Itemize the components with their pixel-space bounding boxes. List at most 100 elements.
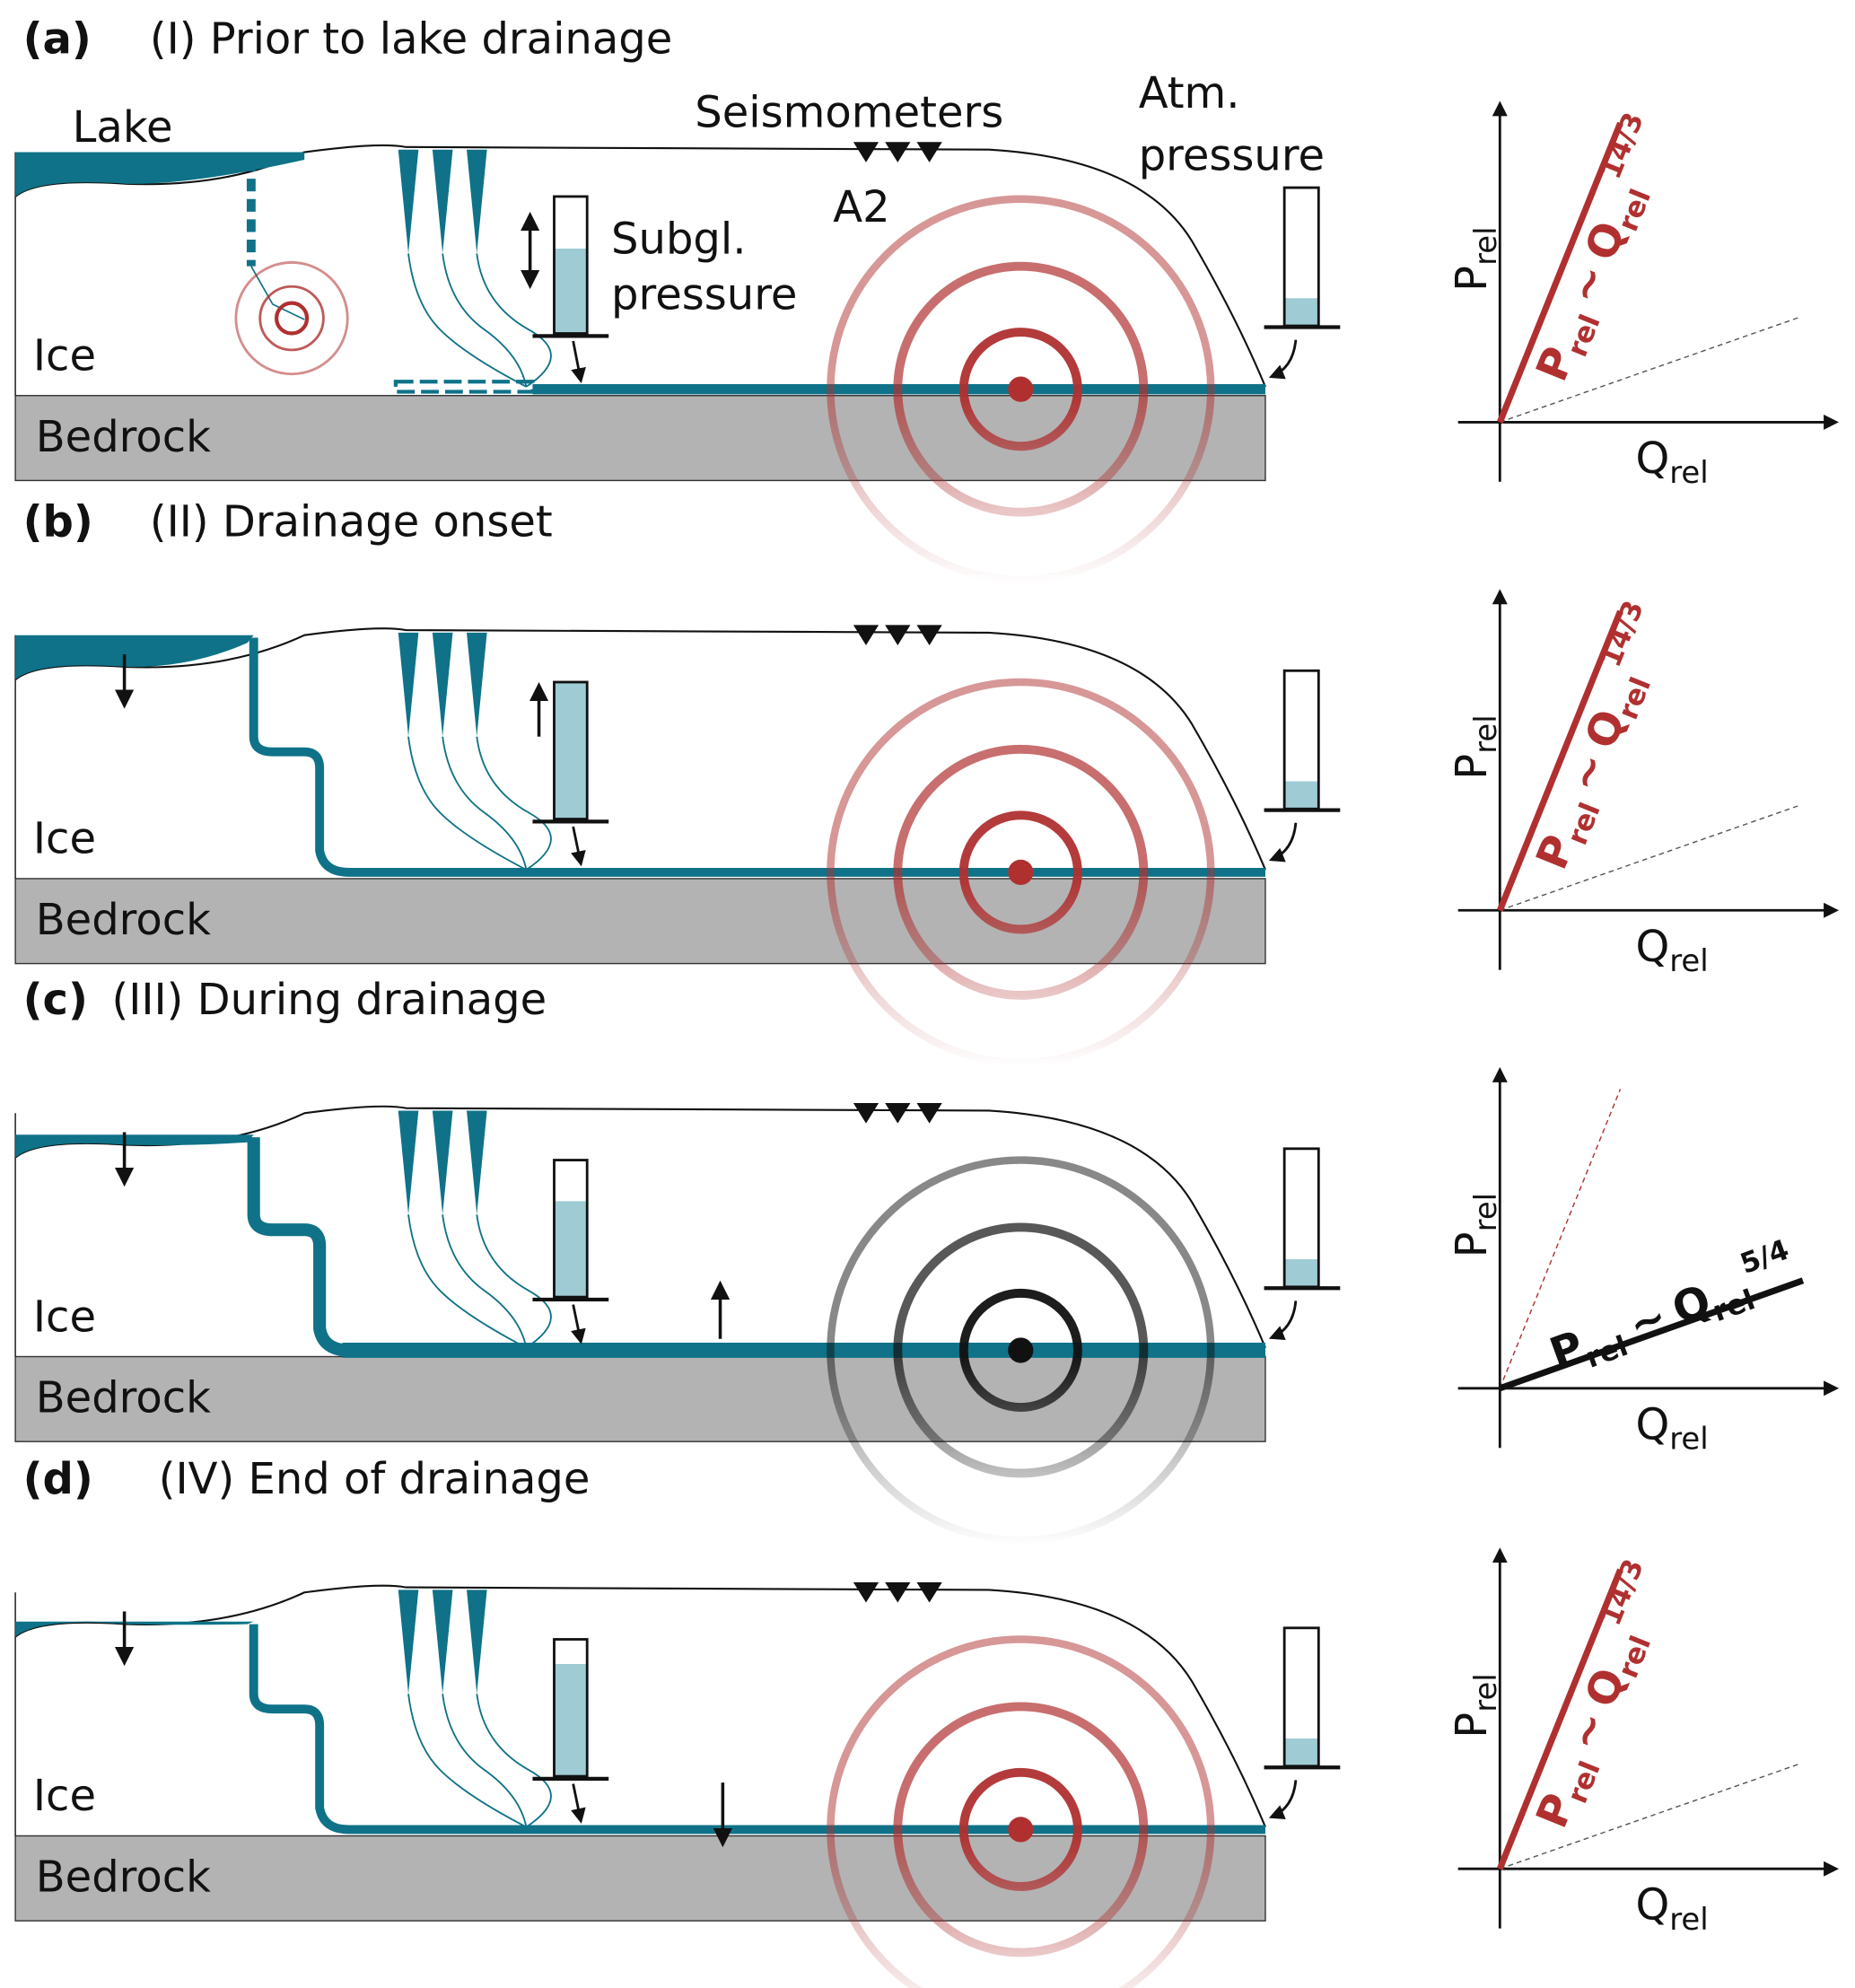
atm-connection-arrow	[1268, 822, 1298, 863]
seismic-ring	[958, 328, 1082, 451]
subglacial-gauge	[553, 1159, 589, 1299]
seismometer-icon	[916, 1102, 942, 1124]
subglacial-gauge	[553, 1638, 589, 1778]
fracture-signal-ring	[258, 285, 325, 352]
crevasse-fracture	[476, 736, 552, 871]
crevasse-fracture	[476, 1214, 552, 1349]
gauge-connection-arrow	[571, 340, 586, 384]
hydrofracture	[250, 266, 305, 320]
gauge-connection-arrow	[571, 1783, 586, 1824]
scaling-line	[1497, 1568, 1623, 1870]
fracture-signal-ring	[234, 261, 349, 376]
reference-line-dashed	[1499, 1089, 1622, 1389]
scaling-equation: Prel~Qrel14/3	[1517, 596, 1684, 879]
subglacial-pressure-label-2: pressure	[611, 270, 797, 320]
gauge-connection-arrow	[571, 826, 586, 867]
ice-surface	[14, 627, 1266, 871]
lake-water	[15, 152, 305, 197]
subglacial-gauge-fill	[554, 681, 588, 819]
seismometer-icon	[885, 1102, 911, 1124]
seismic-source	[1008, 376, 1034, 402]
x-axis-label: Qrel	[1635, 1880, 1708, 1937]
y-axis-label: Prel	[1447, 1193, 1503, 1257]
station-label: A2	[833, 182, 889, 232]
subglacial-gauge-fill	[554, 248, 588, 334]
fracture-signal-ring	[274, 301, 310, 336]
seismometer-icon	[916, 1581, 942, 1603]
moulin-and-channel	[247, 1137, 1265, 1357]
lake-label: Lake	[73, 102, 173, 153]
panel-title: (I) Prior to lake drainage	[150, 13, 672, 64]
lake-water	[15, 1621, 254, 1637]
crevasse-fracture	[442, 1214, 528, 1348]
seismic-ring	[827, 195, 1215, 583]
crevasse	[467, 632, 487, 737]
seismic-signal	[827, 1635, 1215, 1988]
ice-label: Ice	[33, 330, 96, 381]
panel-title: (II) Drainage onset	[150, 497, 553, 547]
seismometer-icon	[916, 142, 942, 162]
seismic-ring	[893, 1222, 1149, 1478]
crevasse	[467, 149, 487, 254]
bedrock-label: Bedrock	[36, 1373, 211, 1423]
x-axis-label: Qrel	[1635, 922, 1708, 978]
atm-gauge-fill	[1284, 781, 1319, 810]
y-axis-label: Prel	[1447, 714, 1503, 779]
scaling-equation: Prel~Qrel14/3	[1517, 1554, 1684, 1837]
seismometer-icon	[885, 1581, 911, 1603]
scaling-line	[1497, 121, 1623, 424]
atm-pressure-label: Atm.	[1139, 68, 1240, 118]
seismometer-icon	[853, 142, 879, 162]
seismometer-icon	[916, 625, 942, 646]
seismic-ring	[827, 678, 1215, 1067]
bedrock-label: Bedrock	[36, 412, 211, 462]
seismometer-icon	[853, 625, 879, 646]
crevasse-fracture	[442, 1694, 528, 1827]
atm-gauge-fill	[1284, 298, 1319, 327]
ice-label: Ice	[33, 1292, 96, 1342]
seismic-ring	[893, 1702, 1149, 1957]
atm-pressure-label-2: pressure	[1139, 130, 1325, 180]
x-axis-label: Qrel	[1635, 434, 1708, 490]
panel-title: (IV) End of drainage	[159, 1454, 591, 1504]
y-axis-label: Prel	[1447, 226, 1503, 291]
atm-gauge-fill	[1284, 1259, 1319, 1287]
lake-water	[15, 635, 254, 680]
subglacial-pressure-label: Subgl.	[611, 215, 746, 265]
atm-connection-arrow	[1268, 1301, 1298, 1340]
crevasse	[398, 1110, 419, 1215]
crevasse	[432, 1110, 453, 1215]
bedrock-label: Bedrock	[36, 895, 211, 945]
ice-surface	[14, 144, 1266, 388]
channel-incipient	[393, 380, 535, 394]
scaling-line	[1499, 1277, 1805, 1392]
seismometer-icon	[853, 1581, 879, 1603]
scaling-line	[1497, 609, 1623, 912]
seismic-source	[1008, 1817, 1034, 1843]
crevasse-fracture	[407, 253, 527, 388]
seismic-source	[1008, 859, 1034, 886]
crevasse-fracture	[442, 253, 528, 388]
crevasse-fracture	[442, 736, 528, 871]
crevasse-fracture	[407, 1214, 527, 1349]
ice-surface	[14, 1584, 1266, 1828]
seismometer-icon	[853, 1102, 879, 1124]
seismic-signal	[827, 678, 1215, 1067]
seismometers-label: Seismometers	[695, 87, 1003, 137]
seismic-ring	[958, 1767, 1082, 1891]
crevasse	[398, 1590, 419, 1695]
crevasse	[467, 1590, 487, 1695]
crevasse	[398, 632, 419, 737]
lake-water	[15, 1134, 254, 1158]
seismic-ring	[893, 261, 1149, 517]
crevasse	[432, 632, 453, 737]
seismic-ring	[893, 744, 1149, 1000]
subglacial-gauge	[553, 195, 589, 335]
